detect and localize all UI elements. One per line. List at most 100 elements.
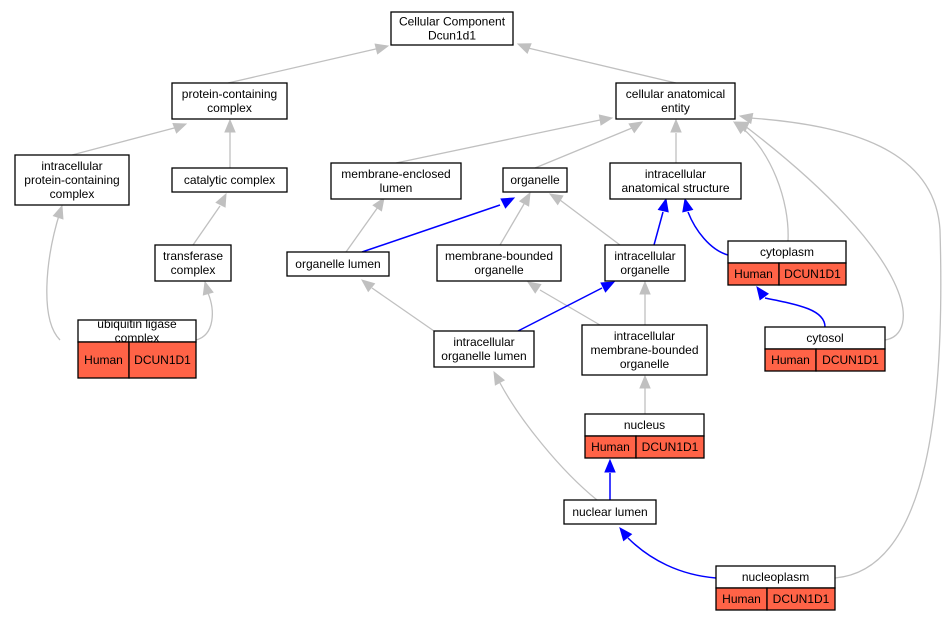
node-label: cytosol [806,331,843,345]
node-label: lumen [380,181,413,195]
edge-arrowhead [202,280,214,296]
edge-14 [539,289,601,326]
gene-cell [815,348,886,372]
node-box [14,154,130,206]
edges [46,43,942,579]
node-box [433,330,535,368]
edge-18 [744,125,904,341]
edge-arrowhead [548,193,564,206]
edge-arrowhead [374,43,390,55]
edge-arrowhead [500,197,516,209]
gene-cell [128,341,197,379]
node-box [171,167,288,193]
node-box [609,162,742,200]
node-label: organelle [474,263,524,277]
node-label: nuclear lumen [572,505,647,519]
gene-label: DCUN1D1 [822,353,879,367]
edge-11 [741,127,789,242]
node-label: nucleoplasm [742,570,809,584]
edge-arrowhead [682,197,694,213]
node-box [615,82,736,120]
edge-7 [192,205,221,246]
edge-arrowhead [215,192,227,208]
node-label: catalytic complex [184,173,275,187]
node-box [286,251,390,277]
node-label: membrane-enclosed [341,167,450,181]
edge-9 [499,203,525,246]
species-label: Human [84,353,123,367]
edge-8 [345,206,379,253]
edge-arrowhead [604,458,616,473]
node-organelle-lumen[interactable]: organelle lumen [286,251,390,277]
edge-1 [527,47,677,84]
node-label: anatomical structure [621,181,729,195]
node-label: protein-containing [182,87,277,101]
node-box [604,244,686,282]
species-label: Human [591,440,630,454]
edge-10 [559,199,621,246]
species-label: Human [771,353,810,367]
edge-arrowhead [598,114,614,126]
gene-label: DCUN1D1 [773,592,830,606]
edge-13 [195,292,213,341]
edge-arrowhead [600,281,616,293]
node-label: membrane-bounded [590,343,698,357]
edge-arrowhead [657,197,669,213]
edge-20 [499,382,598,501]
edge-arrowhead [172,123,188,134]
node-label: organelle [620,263,670,277]
node-label: transferase [163,249,223,263]
gene-cell [635,435,705,459]
node-nuclear-lumen[interactable]: nuclear lumen [563,499,657,525]
edge-arrowhead [224,118,236,133]
edge-24 [764,297,826,328]
species-cell [77,341,130,379]
node-organelle[interactable]: organelle [502,167,568,193]
node-catalytic-complex[interactable]: catalytic complex [171,167,288,193]
node-label: complex [207,101,252,115]
node-box [581,324,708,376]
node-label: Dcun1d1 [428,29,476,43]
species-label: Human [734,267,773,281]
edge-arrowhead [518,191,531,207]
edge-25 [517,287,603,332]
species-label: Human [722,592,761,606]
edge-21 [361,204,501,253]
node-label: membrane-bounded [445,249,553,263]
node-box [154,244,232,282]
node-label: organelle lumen [295,257,380,271]
edge-15 [371,287,435,332]
node-box [563,499,657,525]
node-label: organelle [510,173,560,187]
node-label: intracellular [41,159,102,173]
gene-cell [766,587,836,611]
edge-12 [46,211,61,341]
edge-arrowhead [360,279,376,293]
edge-arrowhead [756,285,770,301]
node-box [330,162,462,200]
node-label: complex [50,187,95,201]
edge-arrowhead [670,118,682,133]
node-label: cellular anatomical [626,87,725,101]
edge-22 [653,211,664,246]
node-label: intracellular [645,167,706,181]
node-label: Cellular Component [399,15,506,29]
gene-cell [778,262,847,286]
